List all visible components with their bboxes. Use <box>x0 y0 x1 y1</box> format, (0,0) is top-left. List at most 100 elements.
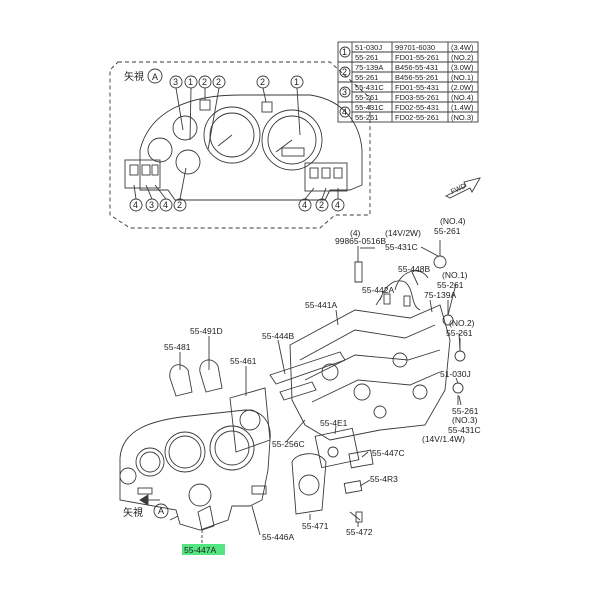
inset-cluster-outline <box>139 94 363 201</box>
bezel-446a <box>119 409 271 531</box>
part-note-431c-top: (14V/2W) <box>385 228 421 238</box>
part-label-448b: 55-448B <box>398 264 430 274</box>
table-cell: (3.4W) <box>451 43 474 52</box>
gauge-491d <box>199 359 223 393</box>
part-label-446a: 55-446A <box>262 532 294 542</box>
inset-callout: 2 <box>202 77 207 87</box>
table-group-number: 3 <box>342 87 347 97</box>
part-note-261-no2: (NO.2) <box>449 318 475 328</box>
inset-callout: 4 <box>133 200 138 210</box>
table-cell: 99701-6030 <box>395 43 435 52</box>
part-label-261-no1: 55-261 <box>437 280 464 290</box>
inset-small-gauge-1 <box>172 115 198 141</box>
table-cell: FD01-55-431 <box>395 83 439 92</box>
strip-444b <box>269 351 346 385</box>
part-label-431c-bot: 55-431C <box>448 425 481 435</box>
part-label-261-no4: 55-261 <box>434 226 461 236</box>
part-4r3 <box>343 480 363 494</box>
view-a-label: 矢視 <box>124 70 144 83</box>
part-label-139a: 75-139A <box>424 290 456 300</box>
table-cell: FD02-55-431 <box>395 103 439 112</box>
table-cell: 55-431C <box>355 83 384 92</box>
part-label-441a: 55-441A <box>305 300 337 310</box>
bottom-view-label: 矢視 <box>123 506 143 519</box>
table-cell: (NO.2) <box>451 53 474 62</box>
table-cell: 55-261 <box>355 73 378 82</box>
part-label-471: 55-471 <box>302 521 329 531</box>
table-cell: (2.0W) <box>451 83 474 92</box>
table-cell: 55-261 <box>355 53 378 62</box>
table-cell: 55-261 <box>355 113 378 122</box>
panel-461 <box>229 387 271 453</box>
inset-small-gauge-2 <box>147 137 173 163</box>
part-label-491d: 55-491D <box>190 326 223 336</box>
table-cell: B456-55-261 <box>395 73 438 82</box>
inset-callout: 2 <box>319 200 324 210</box>
table-group-number: 2 <box>342 67 347 77</box>
table-cell: 55-431C <box>355 103 384 112</box>
cover-447c <box>348 449 374 469</box>
table-group-number: 1 <box>342 47 347 57</box>
inset-tachometer <box>203 106 261 164</box>
inset-callout: 1 <box>188 77 193 87</box>
part-label-256c: 55-256C <box>272 439 305 449</box>
inset-callout: 1 <box>294 77 299 87</box>
inset-small-gauge-3 <box>175 149 201 175</box>
table-cell: (NO.1) <box>451 73 474 82</box>
inset-callout: 3 <box>149 200 154 210</box>
inset-callout: 4 <box>163 200 168 210</box>
part-note-431c-bot: (14V/1.4W) <box>422 434 465 444</box>
part-note-261-no4: (NO.4) <box>440 216 466 226</box>
part-label-030j: 51-030J <box>440 369 471 379</box>
inset-callout: 2 <box>216 77 221 87</box>
part-label-447c: 55-447C <box>372 448 405 458</box>
table-cell: FD01-55-261 <box>395 53 439 62</box>
table-cell: (NO.3) <box>451 113 474 122</box>
table-cell: B456-55-431 <box>395 63 438 72</box>
part-label-461: 55-461 <box>230 356 257 366</box>
table-cell: 51-030J <box>355 43 382 52</box>
inset-callout: 3 <box>173 77 178 87</box>
table-cell: FD02-55-261 <box>395 113 439 122</box>
table-cell: FD03-55-261 <box>395 93 439 102</box>
part-447a-highlight <box>182 544 225 555</box>
table-cell: 55-261 <box>355 93 378 102</box>
part-label-447a: 55-447A <box>184 545 216 555</box>
bulb-no3 <box>452 382 464 394</box>
part-note-261-no1: (NO.1) <box>442 270 468 280</box>
part-label-472: 55-472 <box>346 527 373 537</box>
inset-callout: 2 <box>260 77 265 87</box>
part-label-261-no3: 55-261 <box>452 406 479 416</box>
inset-callout: 4 <box>335 200 340 210</box>
circuit-housing <box>289 304 451 441</box>
part-label-99865: 99865-0516B <box>335 236 386 246</box>
part-label-442a: 55-442A <box>362 285 394 295</box>
wire-harness <box>379 270 429 311</box>
inset-odometer-window <box>281 147 305 157</box>
part-label-444b: 55-444B <box>262 331 294 341</box>
table-cell: 75-139A <box>355 63 383 72</box>
inset-callout: 4 <box>302 200 307 210</box>
inset-callout: 2 <box>177 200 182 210</box>
view-a-dashed-frame <box>109 61 371 229</box>
part-label-431c-top: 55-431C <box>385 242 418 252</box>
part-label-481: 55-481 <box>164 342 191 352</box>
part-note-261-no3: (NO.3) <box>452 415 478 425</box>
gauge-471 <box>291 453 327 515</box>
part-label-4: (4) <box>350 228 361 238</box>
gauge-481 <box>169 364 193 397</box>
fwd-arrow-icon <box>444 177 481 199</box>
table-group-number: 4 <box>342 107 347 117</box>
bulb-no2 <box>454 350 466 362</box>
part-label-261-no2: 55-261 <box>446 328 473 338</box>
table-cell: (3.0W) <box>451 63 474 72</box>
inset-speedometer <box>261 109 323 171</box>
part-label-4r3: 55-4R3 <box>370 474 398 484</box>
bulb-no4 <box>433 255 447 269</box>
view-a-circle-letter: A <box>152 72 158 82</box>
table-cell: (NO.4) <box>451 93 474 102</box>
bottom-view-circle-letter: A <box>158 506 164 516</box>
table-cell: (1.4W) <box>451 103 474 112</box>
